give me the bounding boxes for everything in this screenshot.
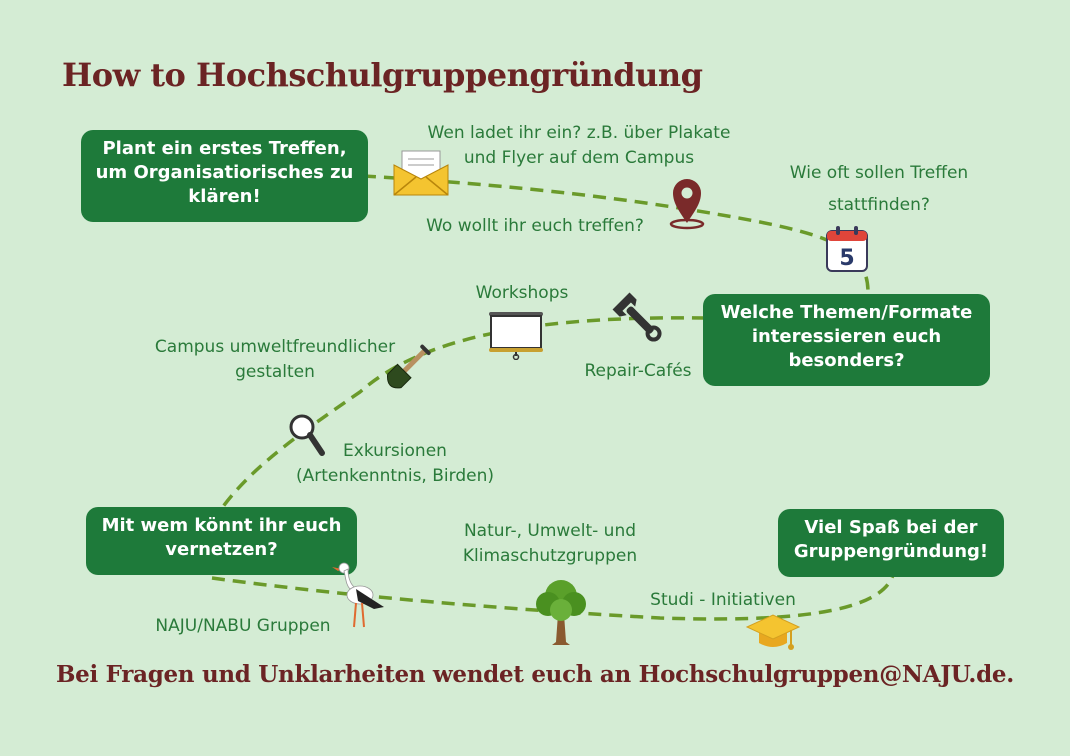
wrench-icon: [612, 292, 662, 342]
stork-icon: [332, 562, 384, 628]
calendar-icon: 5: [826, 226, 868, 272]
envelope-icon: [393, 150, 449, 196]
location-pin-icon: [669, 179, 705, 230]
step-box-topics: Welche Themen/Formate interessieren euch…: [703, 294, 990, 386]
label-nature-groups: Natur-, Umwelt- und Klimaschutzgruppen: [462, 521, 638, 566]
label-excursions: Exkursionen (Artenkenntnis, Birden): [296, 441, 494, 486]
label-naju-nabu: NAJU/NABU Gruppen: [155, 616, 331, 636]
magnifier-icon: [289, 414, 325, 456]
path-segment-middle: [220, 316, 706, 510]
calendar-day: 5: [839, 246, 854, 271]
presentation-board-icon: [489, 312, 543, 360]
graduation-cap-icon: [745, 614, 801, 650]
step-box-have-fun: Viel Spaß bei der Gruppengründung!: [778, 509, 1004, 577]
label-how-often: Wie oft sollen Treffen stattfinden?: [789, 163, 969, 215]
page-title: How to Hochschulgruppengründung: [62, 56, 703, 94]
tree-icon: [536, 580, 586, 645]
shovel-icon: [387, 344, 431, 389]
label-studi-initiatives: Studi - Initiativen: [650, 590, 796, 610]
label-campus: Campus umweltfreundlicher gestalten: [154, 337, 396, 382]
path-segment-bottom: [211, 574, 895, 621]
label-repair-cafes: Repair-Cafés: [584, 361, 692, 381]
label-invite: Wen ladet ihr ein? z.B. über Plakate und…: [427, 123, 731, 168]
footer-contact: Bei Fragen und Unklarheiten wendet euch …: [56, 661, 1014, 688]
step-box-first-meeting: Plant ein erstes Treffen, um Organisatio…: [81, 130, 368, 222]
label-workshops: Workshops: [475, 283, 569, 303]
step-box-network: Mit wem könnt ihr euch vernetzen?: [86, 507, 357, 575]
label-where: Wo wollt ihr euch treffen?: [426, 216, 644, 236]
